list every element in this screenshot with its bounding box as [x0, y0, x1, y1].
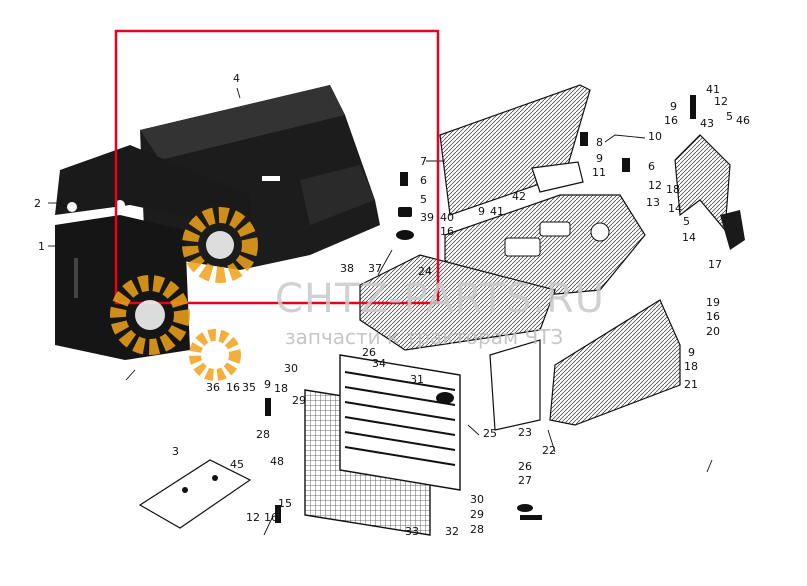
part-label: 28 — [470, 523, 484, 536]
part-label: 23 — [518, 426, 532, 439]
part-label: 41 — [490, 205, 504, 218]
part-label: 14 — [682, 231, 696, 244]
part-label: 29 — [292, 394, 306, 407]
floor-plate — [138, 459, 252, 529]
part-label: 46 — [736, 114, 750, 127]
part-label: 26 — [362, 346, 376, 359]
part-label: 35 — [242, 381, 256, 394]
part-label: 9 — [264, 378, 271, 391]
watermark-tagline: запчасти к тракторам ЧТЗ — [285, 325, 563, 349]
part-label: 13 — [646, 196, 660, 209]
gear-logo — [110, 207, 258, 381]
part-label: 19 — [706, 296, 720, 309]
fasteners — [265, 95, 696, 523]
part-label: 20 — [706, 325, 720, 338]
part-label: 30 — [470, 493, 484, 506]
right-side-panel — [549, 299, 681, 426]
part-label: 29 — [470, 508, 484, 521]
part-label: 6 — [420, 174, 427, 187]
part-label: 27 — [518, 474, 532, 487]
part-label: 18 — [274, 382, 288, 395]
part-label: 16 — [664, 114, 678, 127]
mounting-bracket — [489, 339, 541, 431]
part-label: 38 — [340, 262, 354, 275]
part-label: 48 — [270, 455, 284, 468]
part-label: 34 — [372, 357, 386, 370]
louvre-shutters — [339, 354, 461, 491]
leader-lines — [48, 87, 713, 536]
highlight-box — [114, 29, 440, 305]
radiator-housing — [359, 254, 556, 351]
part-label: 11 — [592, 166, 606, 179]
part-label: 28 — [256, 428, 270, 441]
part-label: 30 — [284, 362, 298, 375]
watermark-site: CHTZ-PARTS.RU — [275, 276, 605, 322]
part-label: 15 — [278, 497, 292, 510]
part-label: 26 — [518, 460, 532, 473]
part-label: 40 — [440, 211, 454, 224]
part-label: 5 — [420, 193, 427, 206]
top-cover-plate — [439, 84, 591, 216]
part-label: 8 — [596, 136, 603, 149]
part-label: 21 — [684, 378, 698, 391]
part-label: 25 — [483, 427, 497, 440]
part-label: 31 — [410, 373, 424, 386]
part-label: 10 — [648, 130, 662, 143]
part-label: 32 — [445, 525, 459, 538]
part-label: 5 — [726, 110, 733, 123]
part-label: 9 — [670, 100, 677, 113]
part-label: 9 — [596, 152, 603, 165]
part-label: 16 — [264, 511, 278, 524]
part-label: 16 — [226, 381, 240, 394]
part-label: 9 — [478, 205, 485, 218]
part-label: 42 — [512, 190, 526, 203]
part-label: 36 — [206, 381, 220, 394]
part-label: 22 — [542, 444, 556, 457]
part-label: 43 — [700, 117, 714, 130]
part-label: 3 — [172, 445, 179, 458]
part-label: 9 — [688, 346, 695, 359]
part-label: 41 — [706, 83, 720, 96]
right-bracket — [674, 134, 745, 250]
part-label: 45 — [230, 458, 244, 471]
part-label: 4 — [233, 72, 240, 85]
part-label: 2 — [34, 197, 41, 210]
part-label: 16 — [440, 225, 454, 238]
radiator-tray — [444, 194, 646, 301]
part-labels: 4 2 1 3 7 6 5 39 40 16 9 41 42 37 38 38 … — [34, 72, 750, 538]
part-label: 18 — [684, 360, 698, 373]
part-label: 37 — [368, 262, 382, 275]
part-label: 14 — [668, 202, 682, 215]
part-label: 16 — [706, 310, 720, 323]
part-label: 17 — [708, 258, 722, 271]
part-label: 12 — [714, 95, 728, 108]
part-label: 12 — [246, 511, 260, 524]
part-label: 39 — [420, 211, 434, 224]
part-label: 12 — [648, 179, 662, 192]
part-label: 18 — [666, 183, 680, 196]
part-label: 33 — [405, 525, 419, 538]
part-label: 6 — [648, 160, 655, 173]
part-label: 7 — [420, 155, 427, 168]
part-label: 24 — [418, 265, 432, 278]
part-label: 5 — [683, 215, 690, 228]
part-label: 1 — [38, 240, 45, 253]
